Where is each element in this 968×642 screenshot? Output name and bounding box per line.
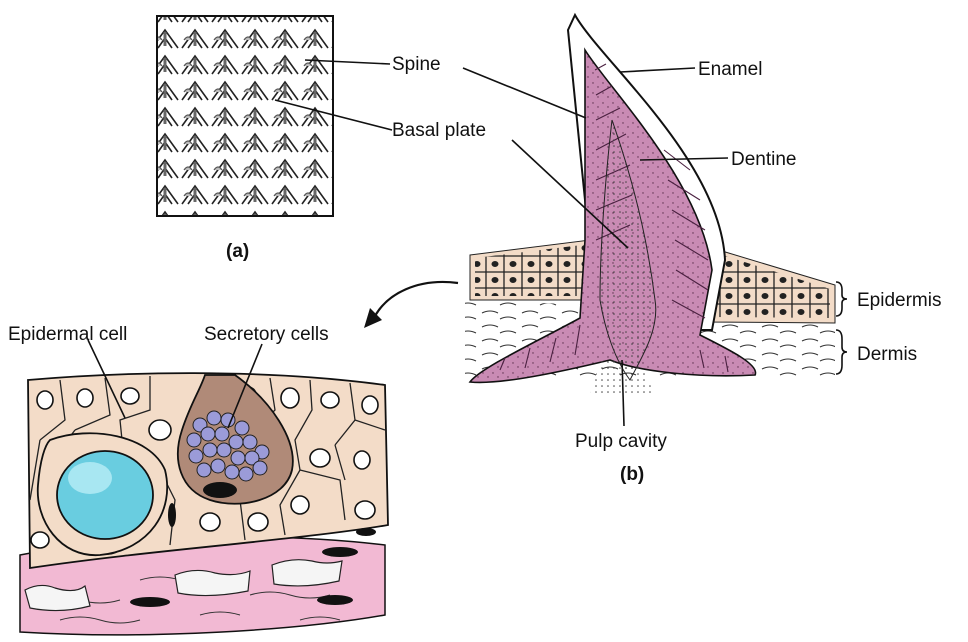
pulp-cavity-label: Pulp cavity [575,431,667,452]
scale-surface-patch [157,16,333,216]
epidermis-cells-right [712,253,830,318]
enamel-leader [620,68,695,72]
enamel-label: Enamel [698,59,762,80]
dermis-label: Dermis [857,344,917,365]
panel-c: Epidermal cell Secretory cells [8,324,388,635]
pigment-cell [25,585,90,610]
pigment-cell [175,570,250,595]
dark-nucleus [130,597,170,607]
spine-label: Spine [392,54,441,75]
panel-b-caption: (b) [620,464,644,485]
epidermal-cell-nucleus [57,451,153,539]
dark-nucleus [317,595,353,605]
panel-a: Spine Basal plate (a) [157,16,486,262]
scale-spine-leader [463,68,586,118]
dentine-label: Dentine [731,149,797,170]
dermis-brace [836,330,847,374]
epidermis-label: Epidermis [857,290,941,311]
magnification-arrow [364,282,458,328]
gland-nucleus [203,482,237,498]
dark-nucleus [322,547,358,557]
panel-a-caption: (a) [226,241,249,262]
pigment-cell [272,560,342,586]
epidermal-cell-label: Epidermal cell [8,324,127,345]
panel-b: Enamel Dentine Pulp cavity Epidermis Der… [463,15,941,485]
basal-plate-label: Basal plate [392,120,486,141]
epidermis-brace [836,282,847,316]
secretory-cells-label: Secretory cells [204,324,329,345]
nucleus-highlight [68,462,112,494]
